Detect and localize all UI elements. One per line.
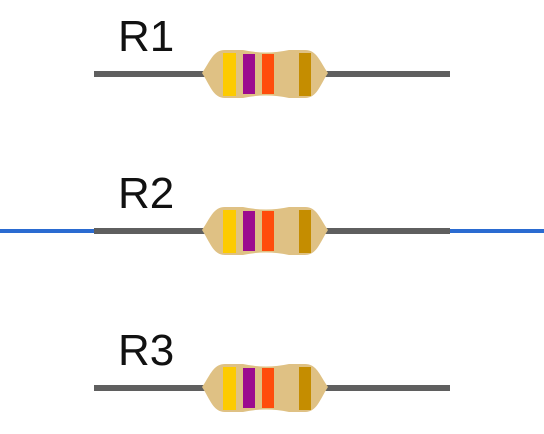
band-2 (243, 54, 255, 94)
resistor-r2: R2 (0, 169, 544, 255)
band-1 (223, 53, 236, 96)
band-4 (299, 53, 311, 96)
band-2 (243, 368, 255, 408)
band-1 (223, 367, 236, 410)
band-3 (262, 54, 274, 94)
band-4 (299, 210, 311, 253)
resistor-r3: R3 (94, 326, 450, 412)
resistor-label: R2 (118, 169, 174, 218)
band-1 (223, 210, 236, 253)
band-4 (299, 367, 311, 410)
band-3 (262, 211, 274, 251)
resistor-r1: R1 (94, 12, 450, 98)
band-2 (243, 211, 255, 251)
resistor-label: R3 (118, 326, 174, 375)
band-3 (262, 368, 274, 408)
resistor-label: R1 (118, 12, 174, 61)
